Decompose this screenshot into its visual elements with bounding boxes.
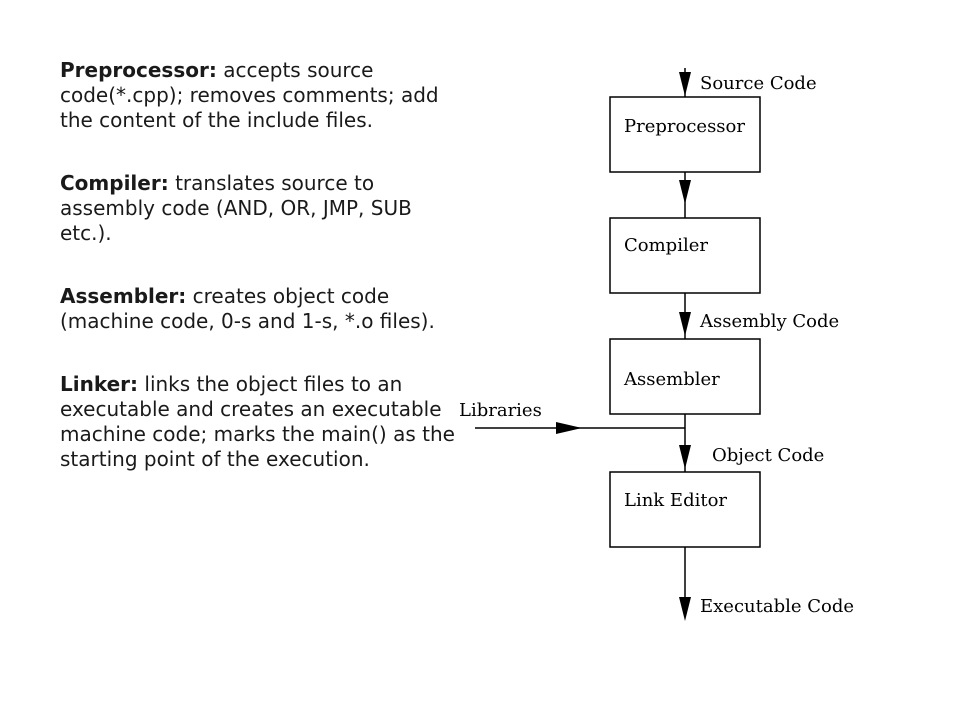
preprocessor-term: Preprocessor: [60,58,217,82]
executable-code-arrow-icon [679,597,691,621]
source-code-label: Source Code [700,73,817,94]
preprocessor-text: accepts source code(*.cpp); removes comm… [60,58,439,132]
assembly-code-arrow-icon [679,312,691,336]
compiler-description: Compiler: translates source to assembly … [60,171,460,246]
preprocessor-box [609,96,761,173]
executable-code-label: Executable Code [700,596,854,617]
assembler-box [609,338,761,415]
libraries-arrow-icon [556,422,582,434]
compiler-text: translates source to assembly code (AND,… [60,171,412,245]
assembler-term: Assembler: [60,284,187,308]
link-editor-box [609,471,761,548]
preprocessor-description: Preprocessor: accepts source code(*.cpp)… [60,58,460,133]
assembler-label: Assembler [623,369,720,390]
preprocessor-label: Preprocessor [624,116,745,137]
link-editor-label: Link Editor [624,490,727,511]
assembler-text: creates object code (machine code, 0-s a… [60,284,435,333]
libraries-label: Libraries [459,400,542,421]
compiler-box [609,217,761,294]
object-code-arrow-icon [679,445,691,469]
compiler-label: Compiler [624,235,708,256]
assembly-code-label: Assembly Code [699,311,839,332]
object-code-label: Object Code [712,445,824,466]
linker-text: links the object files to an executable … [60,372,455,471]
compiler-term: Compiler: [60,171,169,195]
description-text: Preprocessor: accepts source code(*.cpp)… [60,58,460,510]
source-code-arrow-icon [679,72,691,96]
linker-term: Linker: [60,372,139,396]
compiler-input-arrow-icon [679,180,691,204]
linker-description: Linker: links the object files to an exe… [60,372,460,472]
assembler-description: Assembler: creates object code (machine … [60,284,460,334]
